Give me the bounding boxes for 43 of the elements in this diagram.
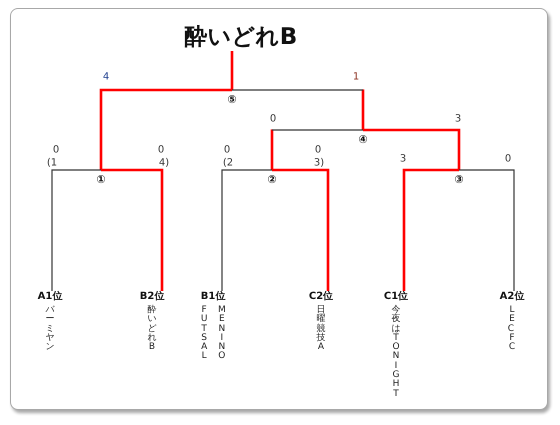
team-name: 酔いどれB [146, 306, 160, 352]
score-label: 0 [224, 144, 230, 156]
bracket-line [270, 129, 363, 170]
score-label: 0 [314, 144, 322, 156]
match-number: ③ [454, 174, 464, 185]
score-label: 1 [352, 72, 360, 82]
bracket-line [363, 128, 460, 170]
team-name: 日曜競技A [316, 306, 328, 352]
team-name: MENINO FUTSAL [200, 306, 230, 362]
bracket-line [402, 168, 459, 291]
bracket-line [272, 168, 330, 291]
score-label: 3 [454, 114, 462, 124]
match-number: ⑤ [227, 94, 237, 105]
seed-label: C2位 [308, 291, 334, 303]
team-name: LEC FC [506, 306, 520, 352]
penalty-score: (1 [46, 158, 58, 168]
bracket-line [101, 168, 164, 291]
score-label: 0 [270, 114, 276, 124]
match-number: ④ [358, 134, 368, 145]
match-number: ② [267, 174, 277, 185]
seed-label: A2位 [500, 291, 524, 303]
score-label: 0 [504, 154, 512, 164]
penalty-score: 4) [158, 158, 170, 168]
seed-label: A1位 [38, 291, 62, 303]
bracket-line [232, 89, 364, 130]
bracket-line [459, 169, 515, 291]
seed-label: B2位 [140, 291, 164, 303]
team-name: バーミヤン [44, 306, 58, 352]
seed-label: B1位 [200, 291, 226, 303]
score-label: 0 [52, 144, 60, 156]
penalty-score: (2 [222, 158, 234, 168]
match-number: ① [96, 174, 106, 185]
bracket-line [230, 51, 234, 90]
team-name: 今夜はTONIGHT [390, 306, 404, 399]
bracket-line [51, 169, 101, 291]
score-label: 0 [158, 144, 164, 156]
bracket-line [221, 169, 272, 291]
bracket-line [100, 88, 232, 170]
penalty-score: 3) [314, 158, 324, 168]
seed-label: C1位 [384, 291, 408, 303]
champion-name: 酔いどれB [184, 24, 298, 51]
score-label: 4 [102, 72, 110, 82]
score-label: 3 [400, 154, 406, 164]
